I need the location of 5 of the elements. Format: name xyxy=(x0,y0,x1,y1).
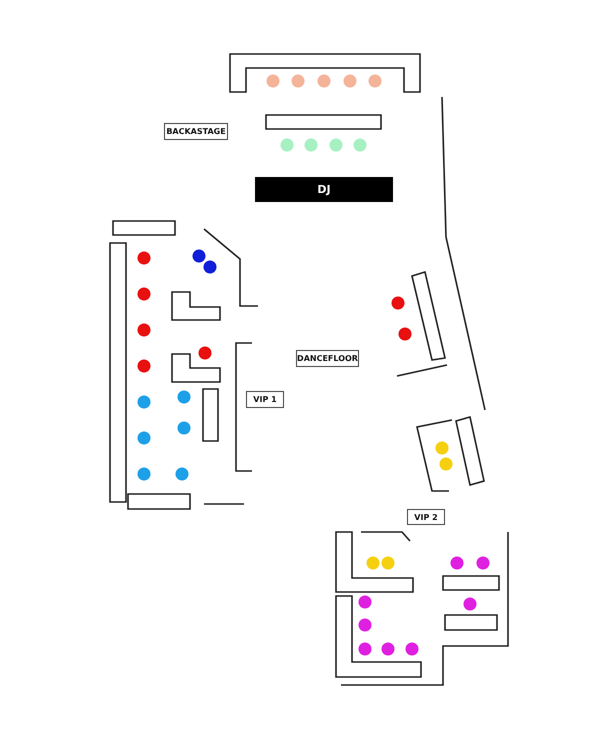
area-label: BACKASTAGE xyxy=(164,123,228,140)
dj-booth: DJ xyxy=(255,177,393,202)
area-label: VIP 1 xyxy=(246,391,284,408)
area-label: VIP 2 xyxy=(407,509,445,525)
area-label: DANCEFLOOR xyxy=(296,350,359,367)
